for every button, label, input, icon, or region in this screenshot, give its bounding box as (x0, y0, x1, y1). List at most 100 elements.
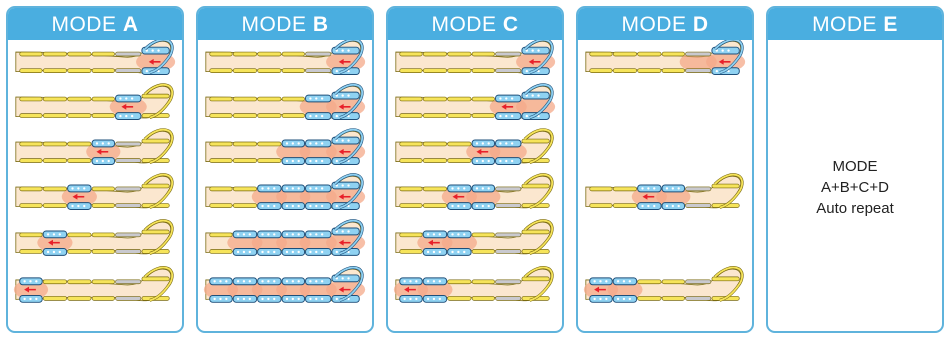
sleeve-band-bottom (233, 69, 256, 73)
sleeve-band-top (210, 142, 232, 146)
sleeve-band-top (68, 97, 91, 101)
cell-dot (409, 280, 411, 282)
sleeve-band-top (282, 97, 304, 101)
cell-dot (342, 94, 344, 96)
sleeve-band-bottom (20, 69, 42, 73)
cell-dot (35, 298, 37, 300)
cell-dot (309, 298, 311, 300)
sleeve-band-bottom (210, 204, 232, 208)
leg-row (394, 268, 552, 303)
cell-dot (146, 70, 148, 72)
cell-dot (125, 115, 127, 117)
sleeve-band-bottom (92, 250, 114, 254)
sleeve-band-bottom (116, 204, 141, 208)
cell-dot (347, 184, 349, 186)
cell-dot (457, 187, 459, 189)
cell-dot (499, 97, 501, 99)
sleeve-band-top (613, 52, 636, 56)
cell-dot (321, 280, 323, 282)
cell-dot (286, 251, 288, 253)
cell-dot (309, 205, 311, 207)
cell-dot (499, 142, 501, 144)
cell-dot (219, 298, 221, 300)
cell-dot (439, 280, 441, 282)
mode-letter: D (693, 13, 709, 36)
sleeve-band-top (496, 233, 521, 237)
cell-dot (347, 94, 349, 96)
sleeve-band-top (448, 280, 471, 284)
cell-dot (273, 251, 275, 253)
cell-dot (336, 205, 338, 207)
sleeve-band-bottom (43, 114, 66, 118)
sleeve-band-bottom (258, 69, 281, 73)
cell-dot (427, 233, 429, 235)
sleeve-band-bottom (282, 114, 304, 118)
sleeve-band-bottom (448, 159, 471, 163)
leg-row (586, 175, 742, 210)
cell-dot (439, 251, 441, 253)
sleeve-band-top (496, 280, 521, 284)
sleeve-band-top (116, 187, 141, 191)
cell-dot (119, 97, 121, 99)
sleeve-band-bottom (68, 296, 91, 300)
sleeve-band-top (43, 142, 66, 146)
cell-dot (593, 280, 595, 282)
cell-dot (321, 298, 323, 300)
sleeve-band-top (43, 280, 66, 284)
cell-dot (102, 160, 104, 162)
cell-dot (249, 280, 251, 282)
cell-dot (292, 280, 294, 282)
cell-dot (321, 251, 323, 253)
sleeve-band-top (92, 280, 114, 284)
sleeve-band-bottom (116, 69, 141, 73)
sleeve-band-top (638, 280, 661, 284)
cell-dot (463, 205, 465, 207)
cell-dot (482, 187, 484, 189)
sleeve-band-top (613, 187, 636, 191)
cell-dot (505, 115, 507, 117)
leg-row (16, 40, 175, 75)
sleeve-band-top (400, 233, 422, 237)
cell-dot (532, 94, 534, 96)
cell-dot (267, 233, 269, 235)
cell-dot (298, 298, 300, 300)
cell-dot (292, 205, 294, 207)
sleeve-band-bottom (423, 69, 446, 73)
cell-dot (678, 205, 680, 207)
cell-dot (267, 298, 269, 300)
cell-dot (267, 251, 269, 253)
sleeve-band-top (116, 280, 141, 284)
cell-dot (315, 233, 317, 235)
cell-dot (511, 142, 513, 144)
sleeve-band-top (686, 187, 711, 191)
cell-dot (286, 160, 288, 162)
cell-dot (309, 115, 311, 117)
sleeve-band-bottom (43, 159, 66, 163)
sleeve-band-top (472, 52, 494, 56)
mode-b-legs (198, 40, 372, 331)
leg-row (584, 268, 742, 303)
cell-dot (219, 280, 221, 282)
cell-dot (71, 205, 73, 207)
cell-dot (261, 187, 263, 189)
mode-e-header: MODE E (768, 8, 942, 40)
mode-label: MODE (241, 13, 312, 36)
cell-dot (476, 187, 478, 189)
sleeve-band-top (400, 97, 422, 101)
cell-dot (409, 298, 411, 300)
mode-letter: E (883, 13, 898, 36)
sleeve-band-bottom (92, 114, 114, 118)
sleeve-band-bottom (662, 69, 684, 73)
cell-dot (321, 115, 323, 117)
cell-dot (261, 205, 263, 207)
cell-dot (482, 142, 484, 144)
cell-dot (315, 251, 317, 253)
cell-dot (157, 49, 159, 51)
cell-dot (237, 233, 239, 235)
cell-dot (315, 280, 317, 282)
cell-dot (336, 298, 338, 300)
mode-b-header: MODE B (198, 8, 372, 40)
cell-dot (286, 280, 288, 282)
mode-e-line-2: A+B+C+D (768, 177, 942, 198)
sleeve-band-bottom (210, 250, 232, 254)
